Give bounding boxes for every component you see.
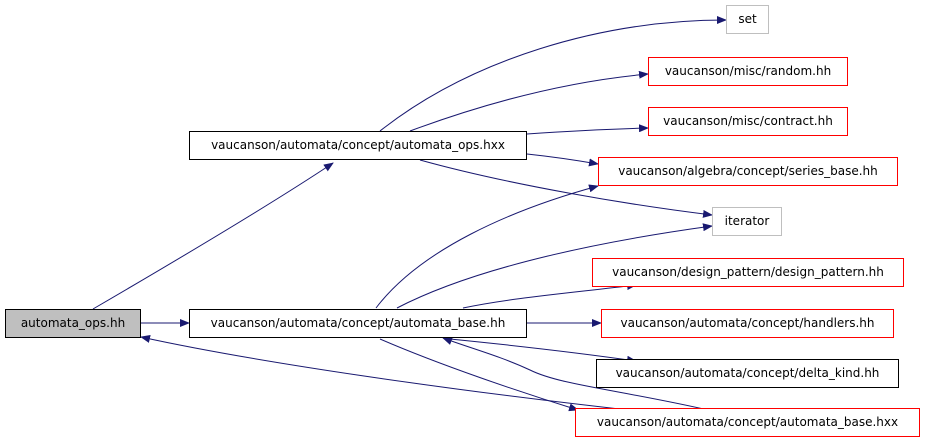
node-misc-random[interactable]: vaucanson/misc/random.hh [648,57,848,86]
node-automata-base-hh[interactable]: vaucanson/automata/concept/automata_base… [189,309,527,338]
node-automata-ops-hxx[interactable]: vaucanson/automata/concept/automata_ops.… [189,131,527,160]
node-automata-ops-hh: automata_ops.hh [5,309,141,338]
node-iterator[interactable]: iterator [712,207,782,236]
edge-automata-base-hh-to-design-pattern [462,282,637,309]
edge-automata-ops-hh-to-automata-ops-hxx [92,162,334,310]
edge-automata-ops-hxx-to-set [379,16,727,132]
edge-automata-ops-hxx-to-random [409,70,649,132]
node-delta-kind[interactable]: vaucanson/automata/concept/delta_kind.hh [596,359,899,388]
edge-automata-ops-hxx-to-series-base [526,153,599,167]
edge-automata-ops-hxx-to-iterator [419,159,713,218]
node-automata-base-hxx[interactable]: vaucanson/automata/concept/automata_base… [575,408,920,437]
edge-automata-base-hh-to-delta-kind [449,338,637,364]
node-handlers[interactable]: vaucanson/automata/concept/handlers.hh [601,309,894,338]
node-set[interactable]: set [726,5,769,34]
edge-automata-base-hh-to-automata-base-hxx [379,338,579,412]
edge-automata-base-hxx-to-automata-ops-hh [140,335,629,411]
node-series-base[interactable]: vaucanson/algebra/concept/series_base.hh [598,157,898,186]
edge-automata-base-hh-to-series-base [375,184,599,309]
edge-automata-ops-hxx-to-contract [526,124,649,135]
edges-layer [92,16,727,412]
edge-automata-base-hxx-to-automata-base-hh [442,337,709,411]
node-misc-contract[interactable]: vaucanson/misc/contract.hh [648,107,848,136]
node-design-pattern[interactable]: vaucanson/design_pattern/design_pattern.… [592,258,904,287]
edge-automata-base-hh-to-iterator [396,223,713,309]
